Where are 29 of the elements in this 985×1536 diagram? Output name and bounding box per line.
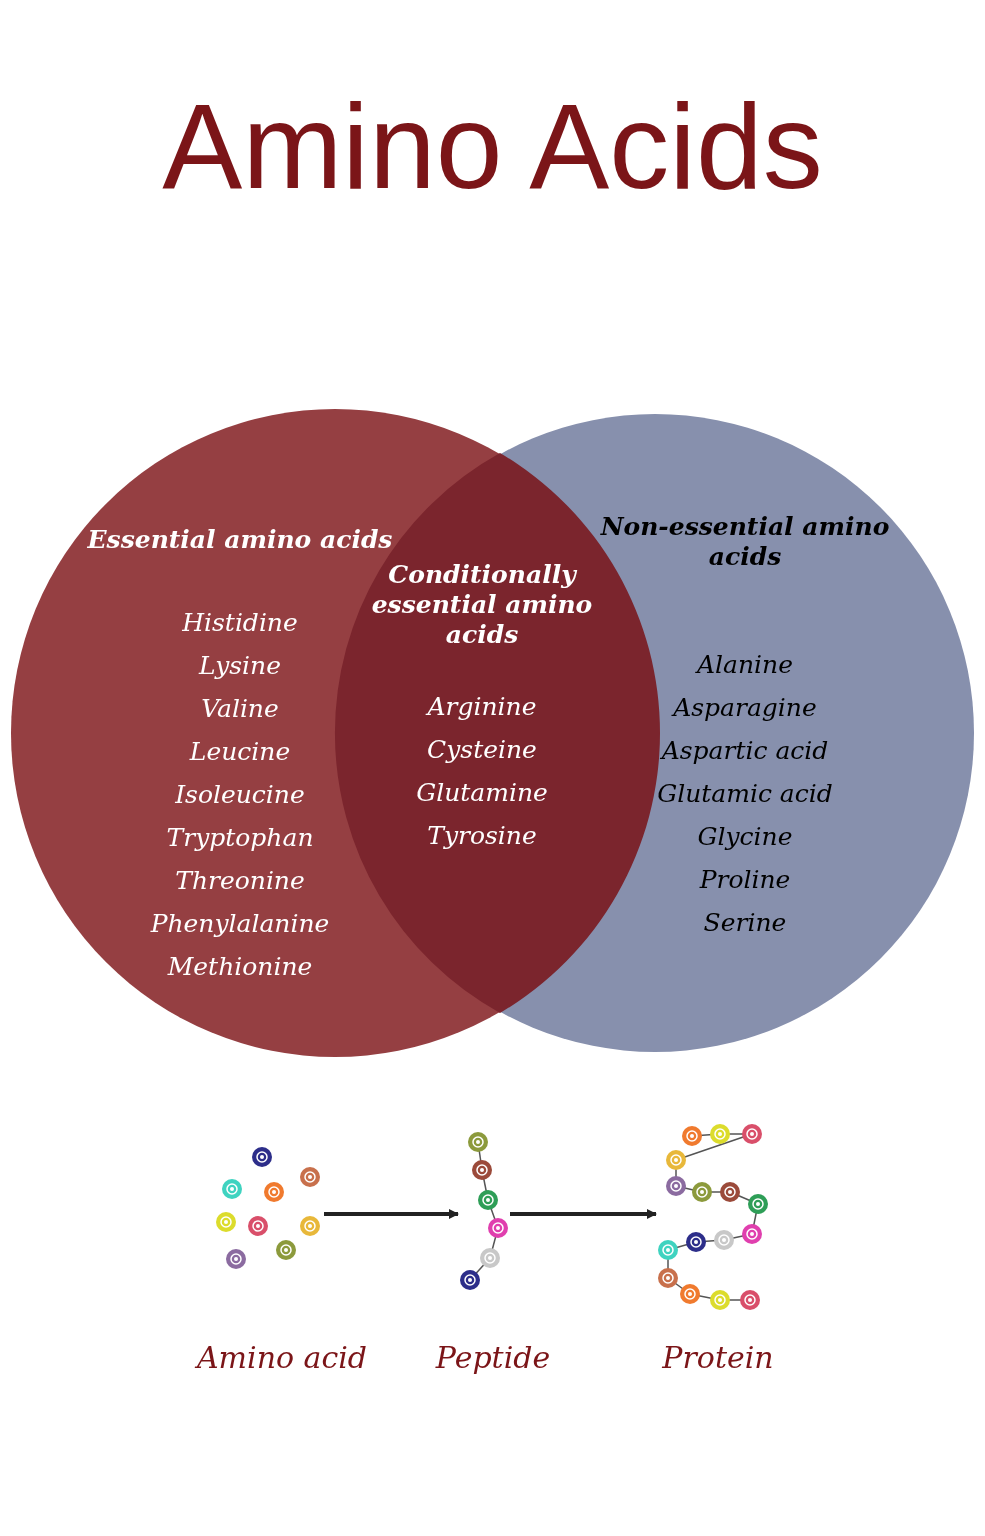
amino-acid-name: Lysine bbox=[197, 651, 282, 681]
amino-acid-name: Proline bbox=[698, 865, 792, 895]
caption-label: Amino acid bbox=[193, 1340, 369, 1376]
amino-acid-name: Valine bbox=[200, 694, 280, 724]
caption-label: Protein bbox=[661, 1340, 775, 1376]
arrow bbox=[510, 1209, 657, 1219]
amino-acid-name: Leucine bbox=[188, 737, 292, 767]
caption-label: Peptide bbox=[434, 1340, 552, 1376]
amino-acid-name: Alanine bbox=[694, 650, 794, 680]
amino-acid-name: Phenylalanine bbox=[149, 909, 331, 939]
amino-acid-name: Cysteine bbox=[426, 735, 538, 765]
group-heading: Essential amino acids bbox=[86, 525, 394, 555]
amino-acid-name: Serine bbox=[702, 908, 788, 938]
amino-acid-name: Tryptophan bbox=[165, 823, 315, 853]
amino-acid-name: Asparagine bbox=[670, 693, 818, 723]
group-heading: Conditionally essential amino acids bbox=[370, 560, 594, 650]
amino-acid-name: Glutamic acid bbox=[656, 779, 834, 809]
amino-acid-name: Glutamine bbox=[415, 778, 549, 808]
amino-acid-name: Glycine bbox=[696, 822, 794, 852]
arrow bbox=[324, 1209, 459, 1219]
amino-acid-name: Tyrosine bbox=[426, 821, 538, 851]
amino-acid-name: Methionine bbox=[166, 952, 314, 982]
group-heading: Non-essential amino acids bbox=[600, 512, 890, 572]
amino-acid-name: Threonine bbox=[174, 866, 306, 896]
amino-acid-name: Arginine bbox=[424, 692, 538, 722]
amino-acid-name: Aspartic acid bbox=[659, 736, 830, 766]
amino-acid-name: Isoleucine bbox=[174, 780, 306, 810]
title: Amino Acids bbox=[161, 80, 824, 212]
amino-acid-name: Histidine bbox=[181, 608, 299, 638]
